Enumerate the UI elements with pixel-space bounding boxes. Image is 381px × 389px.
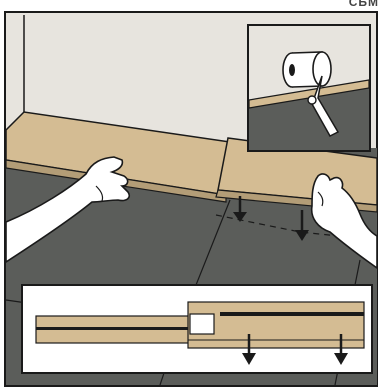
roller-icon <box>282 51 340 137</box>
arrow-down-icon <box>242 334 256 365</box>
arrow-down-icon <box>295 210 309 241</box>
left-hand-icon <box>5 156 131 264</box>
roller-inset <box>247 24 371 152</box>
cross-section-inset <box>21 284 373 374</box>
arrow-down-icon <box>233 196 247 222</box>
right-hand-icon <box>310 173 378 270</box>
brand-watermark: СБМ <box>348 0 379 9</box>
arrow-down-icon <box>334 334 348 365</box>
